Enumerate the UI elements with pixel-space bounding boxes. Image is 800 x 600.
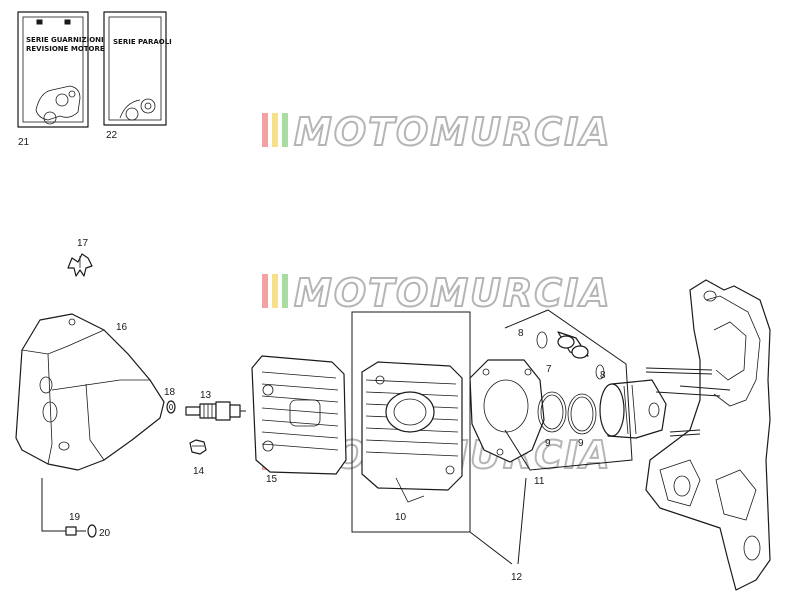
callout-15: 15 (266, 474, 278, 485)
watermark-logo-2: MOTOMURCIA (262, 270, 612, 316)
washer-part-18[interactable] (166, 400, 176, 414)
callout-18: 18 (164, 387, 176, 398)
leader-12b (517, 477, 527, 565)
nut-part-14[interactable] (189, 439, 207, 455)
watermark-text-1: MOTOMURCIA (294, 110, 612, 154)
callout-9a: 9 (545, 438, 551, 449)
piston-ring-part-9b[interactable] (567, 393, 597, 435)
callout-22: 22 (106, 130, 118, 141)
callout-17: 17 (77, 238, 89, 249)
callout-8: 8 (518, 328, 524, 339)
base-gasket[interactable] (469, 359, 545, 463)
leader-19 (41, 478, 66, 532)
piston[interactable] (599, 379, 667, 439)
gasket-kit-pack-21[interactable]: SERIE GUARNIZIONI REVISIONE MOTORE (17, 11, 105, 128)
crankcase[interactable] (645, 279, 771, 591)
callout-13: 13 (200, 390, 212, 401)
callout-12: 12 (511, 572, 523, 583)
callout-8b: 8 (600, 370, 606, 381)
pack-22-label: SERIE PARAOLI (113, 38, 172, 46)
leader-12a (469, 531, 513, 565)
cylinder-shroud-part-16[interactable] (15, 313, 165, 471)
callout-10: 10 (395, 512, 407, 523)
pack-21-label-line1: SERIE GUARNIZIONI (26, 36, 104, 44)
callout-14: 14 (193, 466, 205, 477)
piston-assembly-part-11[interactable] (536, 331, 667, 439)
pack-21-label-line2: REVISIONE MOTORE (26, 45, 105, 53)
cylinder-head-part-15[interactable] (251, 355, 347, 475)
piston-pin-part-7[interactable] (557, 331, 589, 359)
callout-9b: 9 (578, 438, 584, 449)
cylinder-part-10[interactable] (361, 361, 463, 503)
callout-20: 20 (99, 528, 111, 539)
callout-11: 11 (534, 476, 545, 487)
bracket-11 (504, 309, 633, 471)
clip-part-17[interactable] (67, 253, 93, 277)
watermark-text-2: MOTOMURCIA (294, 271, 612, 315)
watermark-logo-1: MOTOMURCIA (262, 109, 612, 155)
callout-19: 19 (69, 512, 81, 523)
spark-plug-part-13[interactable] (185, 401, 246, 421)
circlip-part-8[interactable] (536, 331, 548, 349)
callout-21: 21 (18, 137, 30, 148)
washer-part-20[interactable] (87, 524, 97, 538)
piston-ring-part-9a[interactable] (537, 391, 567, 433)
callout-16: 16 (116, 322, 128, 333)
bolt-part-19[interactable] (65, 526, 86, 536)
callout-7: 7 (546, 364, 552, 375)
oil-seal-pack-22[interactable]: SERIE PARAOLI (103, 11, 172, 126)
